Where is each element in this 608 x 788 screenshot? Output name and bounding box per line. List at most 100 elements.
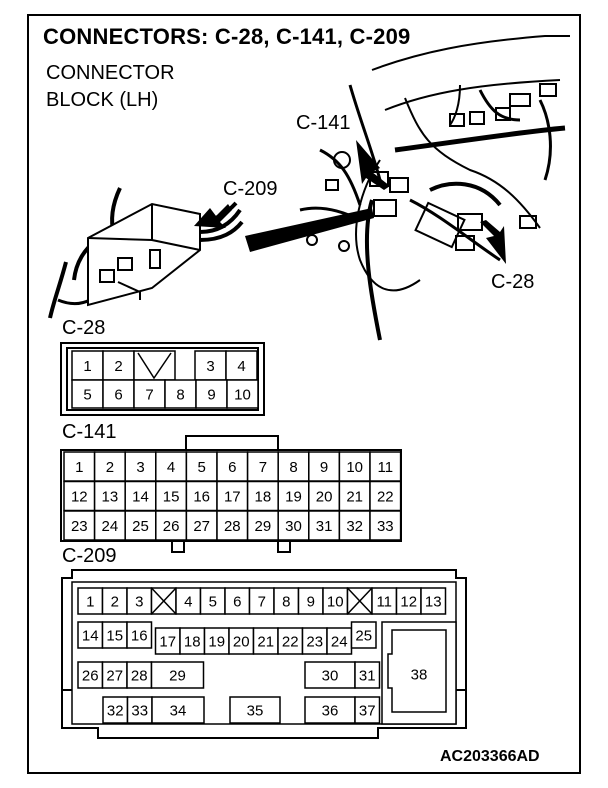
pin-number: 32 bbox=[107, 703, 124, 720]
pin-number: 27 bbox=[106, 668, 123, 685]
connector-block-label-line2: BLOCK (LH) bbox=[46, 89, 159, 111]
pin-number: 9 bbox=[207, 387, 215, 404]
c141-pin-3: 3 bbox=[124, 451, 157, 482]
pin-number: 19 bbox=[285, 489, 302, 506]
c141-pin-15: 15 bbox=[155, 480, 188, 512]
pin-number: 5 bbox=[209, 594, 217, 611]
callout-c141: C-141 bbox=[296, 112, 351, 134]
pin-number: 19 bbox=[208, 634, 225, 651]
c141-pin-26: 26 bbox=[155, 510, 188, 541]
pin-number: 2 bbox=[106, 459, 114, 476]
c209-pin-11: 11 bbox=[371, 587, 398, 615]
c28-keyway bbox=[133, 350, 176, 381]
arrow-c141-icon bbox=[356, 140, 390, 190]
pin-number: 14 bbox=[82, 628, 99, 645]
c141-pin-5: 5 bbox=[185, 451, 218, 482]
c141-pin-29: 29 bbox=[246, 510, 279, 541]
callout-c28: C-28 bbox=[491, 271, 535, 293]
c209-pin-13: 13 bbox=[420, 587, 447, 615]
figure-code: AC203366AD bbox=[440, 748, 540, 765]
pin-number: 11 bbox=[376, 594, 392, 611]
pin-number: 32 bbox=[346, 518, 363, 535]
c28-pin-2: 2 bbox=[102, 350, 135, 381]
pin-number: 3 bbox=[206, 358, 214, 375]
c141-pin-11: 11 bbox=[369, 451, 402, 482]
c209-pin-33: 33 bbox=[126, 696, 153, 724]
arrow-c28-icon bbox=[480, 220, 506, 264]
pin-number: 8 bbox=[176, 387, 184, 404]
section-label-c209: C-209 bbox=[62, 545, 117, 567]
pin-number: 14 bbox=[132, 489, 149, 506]
c209-pin-5: 5 bbox=[199, 587, 226, 615]
pin-number: 3 bbox=[136, 459, 144, 476]
c141-pin-13: 13 bbox=[93, 480, 126, 512]
c209-pin-19: 19 bbox=[203, 627, 230, 655]
pin-number: 26 bbox=[82, 668, 99, 685]
c141-pin-10: 10 bbox=[338, 451, 371, 482]
pin-number: 15 bbox=[106, 628, 123, 645]
c141-pin-20: 20 bbox=[308, 480, 341, 512]
pin-number: 29 bbox=[255, 518, 272, 535]
pin-number: 34 bbox=[170, 703, 187, 720]
pin-number: 2 bbox=[114, 358, 122, 375]
pin-number: 37 bbox=[359, 703, 376, 720]
pin-number: 28 bbox=[131, 668, 148, 685]
c209-keyway-right bbox=[346, 587, 373, 615]
c209-pin-10: 10 bbox=[322, 587, 349, 615]
c209-pin-14: 14 bbox=[77, 621, 104, 649]
c209-pin-38: 38 bbox=[381, 621, 457, 725]
section-label-c28: C-28 bbox=[62, 317, 106, 339]
c141-pin-18: 18 bbox=[246, 480, 279, 512]
pin-number: 21 bbox=[346, 489, 363, 506]
pin-number: 31 bbox=[316, 518, 333, 535]
pin-number: 24 bbox=[331, 634, 348, 651]
pin-number: 20 bbox=[233, 634, 250, 651]
c209-pin-30: 30 bbox=[304, 661, 356, 689]
pin-number: 28 bbox=[224, 518, 241, 535]
c209-pin-36: 36 bbox=[304, 696, 356, 724]
c141-pin-14: 14 bbox=[124, 480, 157, 512]
c141-pin-12: 12 bbox=[63, 480, 96, 512]
pin-number: 22 bbox=[282, 634, 299, 651]
pin-number: 16 bbox=[193, 489, 210, 506]
pin-number: 18 bbox=[255, 489, 272, 506]
c209-pin-26: 26 bbox=[77, 661, 104, 689]
pin-number: 4 bbox=[167, 459, 175, 476]
c209-pin-24: 24 bbox=[326, 627, 353, 655]
section-label-c141: C-141 bbox=[62, 421, 117, 443]
c209-pin-23: 23 bbox=[301, 627, 328, 655]
pin-number: 35 bbox=[247, 703, 264, 720]
pin-number: 12 bbox=[71, 489, 88, 506]
pin-number: 10 bbox=[234, 387, 251, 404]
c28-pin-7: 7 bbox=[133, 379, 166, 409]
c141-pin-24: 24 bbox=[93, 510, 126, 541]
pin-number: 9 bbox=[320, 459, 328, 476]
pin-number: 26 bbox=[163, 518, 180, 535]
diagram-title: CONNECTORS: C-28, C-141, C-209 bbox=[43, 24, 411, 49]
c141-pin-28: 28 bbox=[216, 510, 249, 541]
c141-pin-4: 4 bbox=[155, 451, 188, 482]
pin-number: 1 bbox=[75, 459, 83, 476]
c209-pin-34: 34 bbox=[151, 696, 205, 724]
c209-pin-27: 27 bbox=[101, 661, 128, 689]
c141-pin-25: 25 bbox=[124, 510, 157, 541]
diagram-frame bbox=[27, 14, 581, 774]
c209-pin-6: 6 bbox=[224, 587, 251, 615]
c209-pin-7: 7 bbox=[248, 587, 275, 615]
pin-number: 13 bbox=[425, 594, 442, 611]
c141-pin-30: 30 bbox=[277, 510, 310, 541]
c141-pin-1: 1 bbox=[63, 451, 96, 482]
pin-number: 33 bbox=[131, 703, 148, 720]
pin-number: 6 bbox=[233, 594, 241, 611]
pin-number: 29 bbox=[169, 668, 186, 685]
pin-number: 38 bbox=[411, 667, 428, 684]
c209-pin-3: 3 bbox=[126, 587, 153, 615]
pin-number: 17 bbox=[159, 634, 176, 651]
pin-number: 7 bbox=[145, 387, 153, 404]
pin-number: 13 bbox=[102, 489, 119, 506]
c209-pin-4: 4 bbox=[175, 587, 202, 615]
pin-number: 3 bbox=[135, 594, 143, 611]
pin-number: 30 bbox=[322, 668, 339, 685]
pin-number: 27 bbox=[193, 518, 210, 535]
